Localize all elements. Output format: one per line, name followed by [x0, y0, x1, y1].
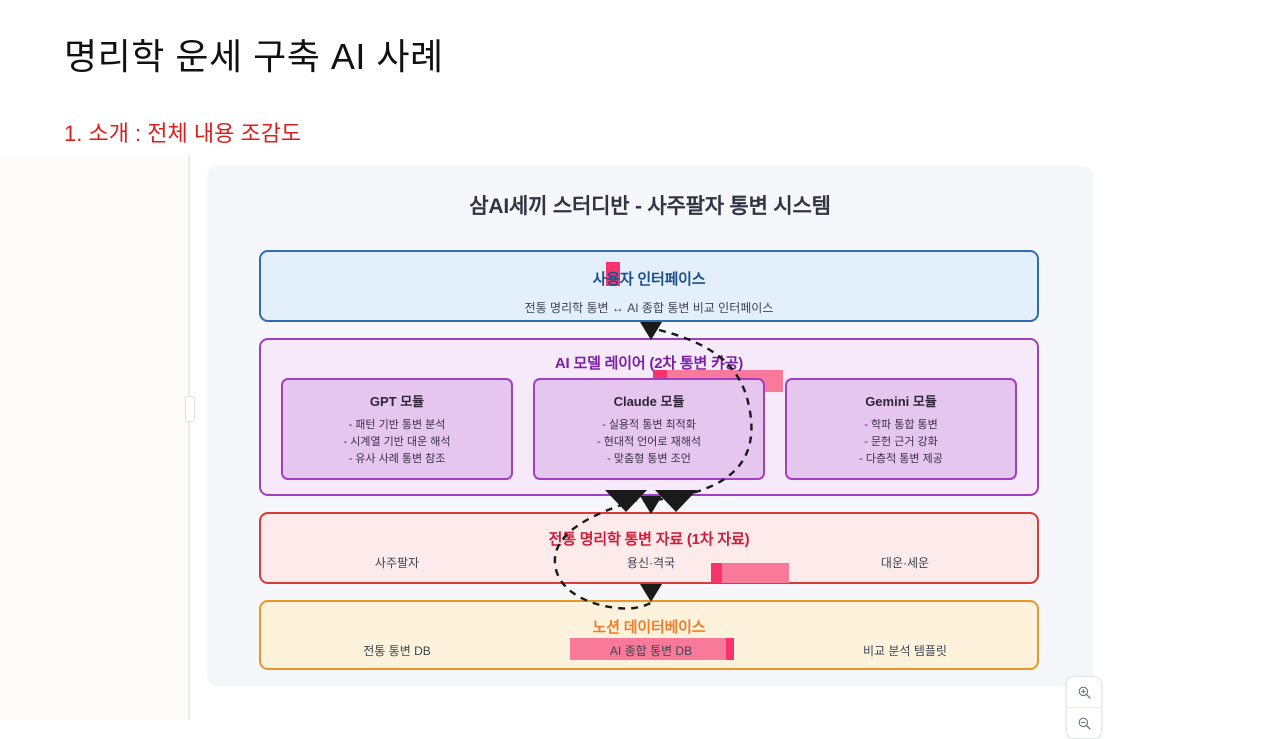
- diagram-title: 삼AI세끼 스터디반 - 사주팔자 통변 시스템: [469, 195, 831, 218]
- zoom-controls: [1066, 676, 1102, 739]
- traditional-item-label: 사주팔자: [374, 556, 420, 570]
- layer-traditional-data-title: 전통 명리학 통변 자료 (1차 자료): [548, 531, 750, 548]
- zoom-out-icon: [1078, 717, 1091, 730]
- module-card-claude[interactable]: Claude 모듈 - 실용적 통변 최적화 - 현대적 언어로 재해석 - 맞…: [533, 378, 765, 480]
- traditional-item-label: 대운·세운: [880, 556, 930, 570]
- zoom-in-button[interactable]: [1067, 677, 1101, 707]
- database-item-row: 전통 통변 DB AI 종합 통변 DB 비교 분석 템플릿: [297, 642, 1005, 659]
- layer-notion-database: 노션 데이터베이스 전통 통변 DB AI 종합 통변 DB 비교 분석 템플릿: [259, 600, 1039, 670]
- module-card-gpt-title: GPT 모듈: [369, 394, 425, 409]
- left-rail: [0, 155, 190, 720]
- panel-splitter[interactable]: [188, 155, 190, 720]
- database-item-label: 전통 통변 DB: [363, 644, 431, 658]
- layer-user-interface-subtitle: 전통 명리학 통변 ↔ AI 종합 통변 비교 인터페이스: [524, 301, 774, 315]
- module-card-gpt[interactable]: GPT 모듈 - 패턴 기반 통변 분석 - 시계열 기반 대운 해석 - 유사…: [281, 378, 513, 480]
- layer-user-interface: 사용자 인터페이스 전통 명리학 통변 ↔ AI 종합 통변 비교 인터페이스: [259, 250, 1039, 322]
- traditional-item-row: 사주팔자 용신·격국 대운·세운: [297, 554, 1005, 571]
- database-item: 비교 분석 템플릿: [805, 642, 1005, 659]
- layer-ai-models-title: AI 모델 레이어 (2차 통변 캬공): [554, 355, 744, 372]
- traditional-item: 사주팔자: [297, 554, 497, 571]
- module-card-gemini-title: Gemini 모듈: [865, 394, 937, 409]
- layer-traditional-data: 전통 명리학 통변 자료 (1차 자료) 사주팔자 용신·격국 대운·세운: [259, 512, 1039, 584]
- module-card-claude-item: - 맞춤형 통변 조언: [607, 453, 691, 465]
- page-title: 명리학 운세 구축 AI 사례: [64, 36, 444, 77]
- diagram-panel: 삼AI세끼 스터디반 - 사주팔자 통변 시스템 사용자 인터페이스 전통 명리…: [207, 166, 1093, 686]
- ai-module-row: GPT 모듈 - 패턴 기반 통변 분석 - 시계열 기반 대운 해석 - 유사…: [281, 378, 1017, 480]
- zoom-in-icon: [1078, 686, 1091, 699]
- module-card-claude-item: - 현대적 언어로 재해석: [597, 436, 701, 448]
- module-card-gemini[interactable]: Gemini 모듈 - 학파 통합 통변 - 문헌 근거 강화 - 다층적 통변…: [785, 378, 1017, 480]
- traditional-item-label: 용신·격국: [626, 556, 676, 570]
- module-card-gpt-item: - 시계열 기반 대운 해석: [343, 436, 451, 448]
- module-card-gemini-item: - 학파 통합 통변: [864, 419, 938, 431]
- splitter-drag-handle[interactable]: [185, 396, 195, 422]
- traditional-item: 용신·격국: [551, 554, 751, 571]
- layer-ai-models: AI 모델 레이어 (2차 통변 캬공) GPT 모듈 - 패턴 기반 통변 분…: [259, 338, 1039, 496]
- module-card-gpt-item: - 패턴 기반 통변 분석: [348, 419, 446, 431]
- traditional-item: 대운·세운: [805, 554, 1005, 571]
- database-item-label: 비교 분석 템플릿: [863, 644, 947, 658]
- module-card-gemini-item: - 문헌 근거 강화: [864, 436, 938, 448]
- database-item: 전통 통변 DB: [297, 642, 497, 659]
- zoom-out-button[interactable]: [1067, 707, 1101, 738]
- module-card-gemini-item: - 다층적 통변 제공: [859, 453, 943, 465]
- module-card-gpt-item: - 유사 사례 통변 참조: [348, 453, 446, 465]
- module-card-claude-item: - 실용적 통변 최적화: [602, 419, 696, 431]
- module-card-claude-title: Claude 모듈: [613, 394, 685, 409]
- database-item: AI 종합 통변 DB: [551, 642, 751, 659]
- layer-user-interface-title: 사용자 인터페이스: [592, 271, 706, 288]
- database-item-label: AI 종합 통변 DB: [609, 644, 693, 658]
- layer-notion-database-title: 노션 데이터베이스: [592, 619, 706, 636]
- page-subtitle: 1. 소개 : 전체 내용 조감도: [64, 121, 302, 146]
